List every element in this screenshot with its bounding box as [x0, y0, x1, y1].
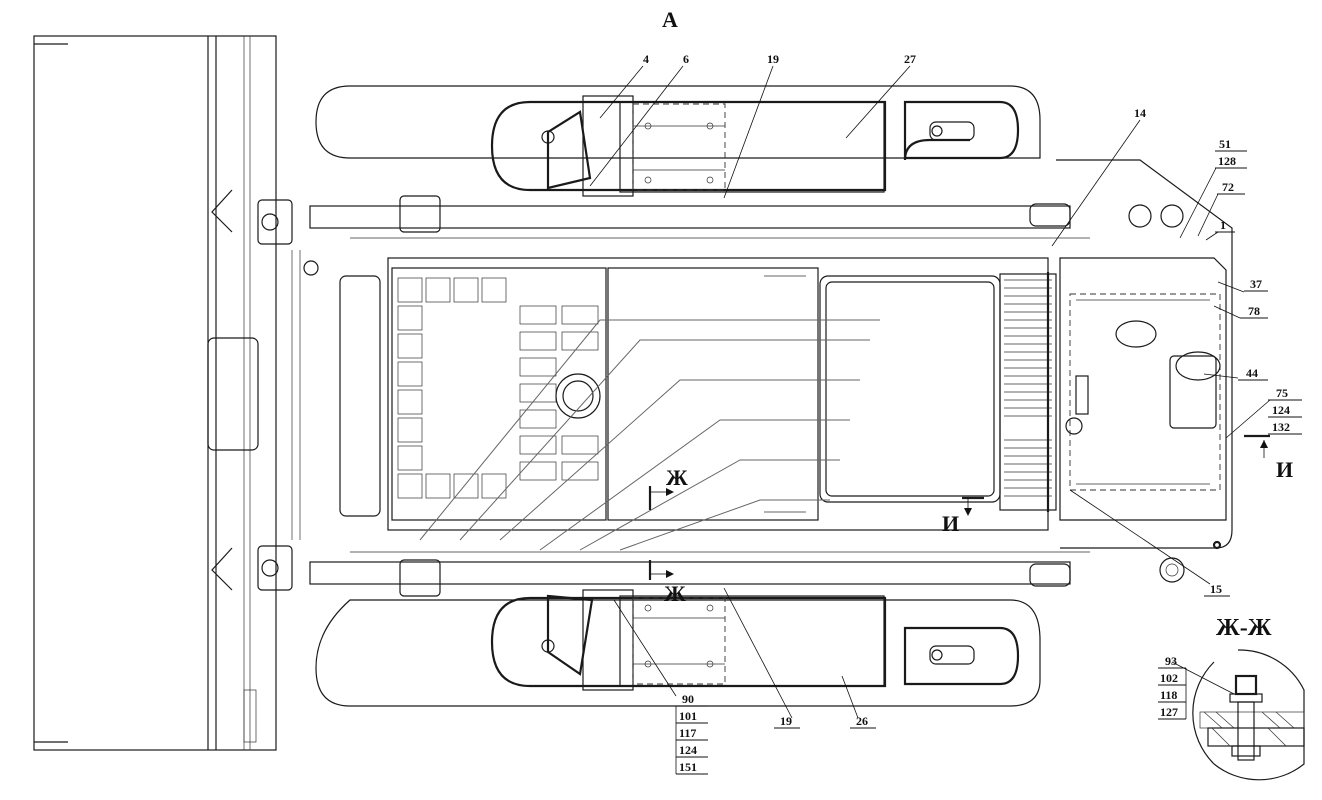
callout-stack-section-2: 102 [1160, 671, 1178, 685]
view-title: А [662, 7, 678, 32]
callout-stack-section-3: 118 [1160, 688, 1178, 702]
callout-132: 132 [1272, 420, 1290, 434]
callout-44: 44 [1246, 366, 1258, 380]
section-title: Ж-Ж [1216, 615, 1272, 641]
dozer-blade [33, 35, 277, 751]
section-mark-zh-upper: Ж [666, 465, 688, 490]
callout-stack-bottom-3: 117 [679, 726, 697, 740]
callout-15: 15 [1210, 582, 1222, 596]
leader-lines [589, 65, 1302, 775]
callout-1: 1 [1220, 218, 1226, 232]
section-mark-i-right: И [1276, 457, 1294, 482]
section-mark-i-left: И [942, 511, 960, 536]
callout-19-top: 19 [767, 52, 779, 66]
callout-78: 78 [1248, 304, 1260, 318]
callout-4: 4 [643, 52, 649, 66]
rear-counterweight [1056, 159, 1233, 583]
callout-stack-bottom-4: 124 [679, 743, 697, 757]
callout-75: 75 [1276, 386, 1288, 400]
cab-deck [387, 257, 1049, 531]
callout-124-right: 124 [1272, 403, 1290, 417]
callout-stack-section-4: 127 [1160, 705, 1178, 719]
callout-6: 6 [683, 52, 689, 66]
callout-19-bottom: 19 [780, 714, 792, 728]
callout-37: 37 [1250, 277, 1262, 291]
callout-stack-bottom-5: 151 [679, 760, 697, 774]
watermark-logo [419, 319, 880, 551]
callout-stack-bottom-2: 101 [679, 709, 697, 723]
callout-27: 27 [904, 52, 916, 66]
callout-14: 14 [1134, 106, 1146, 120]
callout-stack-bottom-1: 90 [682, 692, 694, 706]
radiator [999, 272, 1057, 512]
section-mark-zh-lower: Ж [664, 581, 686, 606]
track-upper [315, 85, 1041, 197]
callout-128: 128 [1218, 154, 1236, 168]
main-frame [257, 195, 1090, 597]
section-cut-marks [648, 434, 1270, 580]
callout-26: 26 [856, 714, 868, 728]
callout-51: 51 [1219, 137, 1231, 151]
section-detail [1192, 649, 1305, 781]
callout-72: 72 [1222, 180, 1234, 194]
track-lower [315, 589, 1041, 707]
callout-stack-section-1: 93 [1165, 654, 1177, 668]
